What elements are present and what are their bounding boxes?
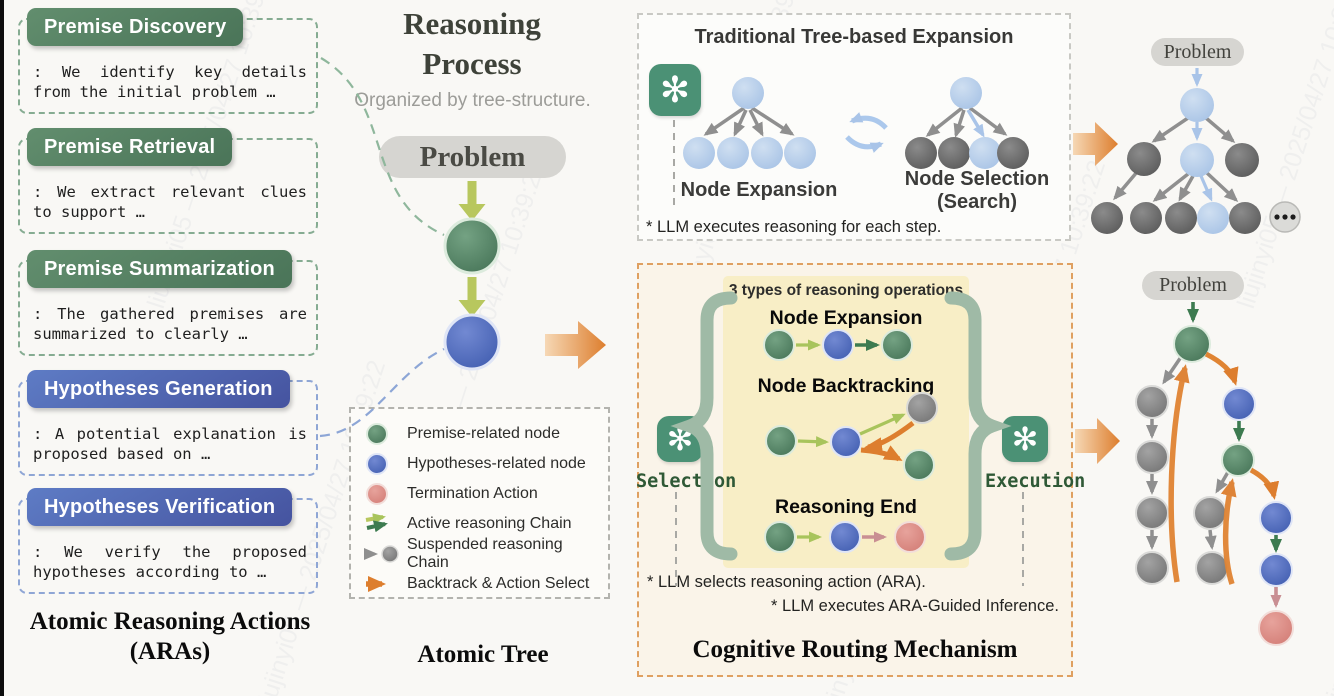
- left-edge-bar: [0, 0, 4, 696]
- traditional-footnote: * LLM executes reasoning for each step.: [646, 218, 942, 236]
- atomic-tree-chain: [443, 181, 606, 371]
- openai-logo-glyph: ✻: [666, 421, 694, 457]
- legend-row: Active reasoning Chain: [363, 509, 608, 539]
- op-node-expansion-label: Node Expansion: [769, 307, 923, 329]
- ara-card-body: : We extract relevant clues to support …: [18, 138, 318, 235]
- legend-row: Hypotheses-related node: [363, 449, 608, 479]
- aras-title-line1: Atomic Reasoning Actions: [29, 608, 311, 635]
- op-reasoning-end-label: Reasoning End: [775, 496, 917, 518]
- openai-logo-icon: ✻: [657, 416, 703, 462]
- ara-card-header: Premise Summarization: [27, 250, 292, 288]
- problem-pill-bottom-right: Problem: [1142, 271, 1244, 300]
- backtrack-arrow: [1220, 478, 1237, 585]
- watermark-text: liujinyi05 — 2025/04/27 10:39:22: [1312, 377, 1334, 696]
- reasoning-process-subtitle: Organized by tree-structure.: [354, 90, 591, 111]
- traditional-result-tree: [1091, 68, 1301, 234]
- backtrack-arrow-icon: [363, 572, 407, 596]
- active-arrow: [458, 277, 486, 317]
- reasoning-process-title: Reasoning Process: [347, 4, 597, 83]
- operations-box-title: 3 types of reasoning operations: [728, 282, 964, 299]
- rp-title-line1: Reasoning: [403, 6, 541, 41]
- node-selection-line1: Node Selection: [904, 168, 1050, 190]
- to-bottom-tree-arrow: [1075, 418, 1120, 464]
- atomic-result-tree: [1135, 302, 1294, 646]
- ellipsis-node: [1269, 201, 1301, 233]
- op-node-backtracking-label: Node Backtracking: [757, 375, 935, 397]
- red-node-icon: [363, 482, 407, 506]
- openai-logo-icon: ✻: [649, 64, 701, 116]
- rp-title-line2: Process: [422, 45, 522, 81]
- legend-box: Premise-related node Hypotheses-related …: [349, 407, 610, 599]
- cognitive-routing-panel: 3 types of reasoning operations Node Exp…: [636, 263, 1085, 677]
- hypotheses-node: [443, 313, 501, 371]
- legend-label: Backtrack & Action Select: [407, 575, 590, 592]
- ara-card-premise-discovery: : We identify key details from the initi…: [18, 8, 318, 115]
- traditional-panel-title: Traditional Tree-based Expansion: [694, 26, 1014, 48]
- openai-logo-icon: ✻: [1002, 416, 1048, 462]
- backtrack-arrow: [1168, 364, 1190, 583]
- ara-card-body-text: : We extract relevant clues to support …: [33, 183, 307, 222]
- problem-pill-main: Problem: [379, 136, 566, 178]
- ara-card-body-text: : The gathered premises are summarized t…: [33, 305, 307, 344]
- ara-card-premise-summarization: : The gathered premises are summarized t…: [18, 250, 318, 357]
- premise-node: [443, 217, 501, 275]
- action-select-arrow: [1204, 351, 1239, 386]
- green-node-icon: [363, 422, 407, 446]
- ara-card-hypotheses-verification: : We verify the proposed hypotheses acco…: [18, 488, 318, 595]
- active-chain-arrows-icon: [363, 512, 407, 536]
- openai-logo-glyph: ✻: [659, 69, 691, 110]
- to-top-tree-arrow: [1073, 122, 1118, 166]
- suspended-chain-icon: [363, 542, 407, 566]
- legend-label: Hypotheses-related node: [407, 455, 586, 472]
- ara-card-body: : We identify key details from the initi…: [18, 18, 318, 115]
- legend-label: Active reasoning Chain: [407, 515, 572, 532]
- blue-node-icon: [363, 452, 407, 476]
- problem-pill-top-right: Problem: [1151, 38, 1244, 66]
- ara-card-body-text: : A potential explanation is proposed ba…: [33, 425, 307, 464]
- ara-card-header: Hypotheses Generation: [27, 370, 290, 408]
- legend-row: Premise-related node: [363, 419, 608, 449]
- action-select-arrow: [1249, 467, 1280, 500]
- legend-label: Suspended reasoning Chain: [407, 536, 563, 571]
- active-arrow: [458, 181, 486, 221]
- traditional-expansion-panel: Traditional Tree-based Expansion ✻ Node …: [637, 13, 1071, 241]
- ara-card-header: Premise Retrieval: [27, 128, 233, 166]
- ara-card-header: Hypotheses Verification: [27, 488, 293, 526]
- node-selection-line2: (Search): [936, 191, 1018, 213]
- atomic-tree-section-title: Atomic Tree: [417, 641, 549, 668]
- ara-connector-curves: [319, 57, 445, 438]
- cognitive-footnote-2: * LLM executes ARA-Guided Inference.: [771, 597, 1059, 615]
- ara-card-body: : A potential explanation is proposed ba…: [18, 380, 318, 477]
- aras-section-title: Atomic Reasoning Actions (ARAs): [10, 607, 330, 666]
- legend-row: Suspended reasoning Chain: [363, 536, 608, 571]
- to-cognitive-arrow: [545, 321, 606, 369]
- ara-card-body-text: : We identify key details from the initi…: [33, 63, 307, 102]
- ara-card-hypotheses-generation: : A potential explanation is proposed ba…: [18, 370, 318, 477]
- node-expansion-label: Node Expansion: [680, 179, 838, 201]
- ara-card-body-text: : We verify the proposed hypotheses acco…: [33, 543, 307, 582]
- legend-row: Backtrack & Action Select: [363, 569, 608, 599]
- cognitive-footnote-1: * LLM selects reasoning action (ARA).: [647, 573, 926, 591]
- ara-card-premise-retrieval: : We extract relevant clues to support ……: [18, 128, 318, 235]
- legend-label: Termination Action: [407, 485, 538, 502]
- watermark-text: liujinyi05 — 2025/04/27 10:39:22: [1232, 0, 1334, 312]
- execution-label: Execution: [985, 471, 1086, 492]
- openai-logo-glyph: ✻: [1011, 421, 1039, 457]
- cognitive-section-title: Cognitive Routing Mechanism: [692, 636, 1018, 663]
- legend-label: Premise-related node: [407, 425, 560, 442]
- node-selection-label: Node Selection (Search): [885, 168, 1069, 214]
- selection-label: Selection: [636, 471, 737, 492]
- ara-card-header: Premise Discovery: [27, 8, 244, 46]
- aras-title-line2: (ARAs): [129, 637, 211, 665]
- legend-row: Termination Action: [363, 479, 608, 509]
- ara-card-body: : The gathered premises are summarized t…: [18, 260, 318, 357]
